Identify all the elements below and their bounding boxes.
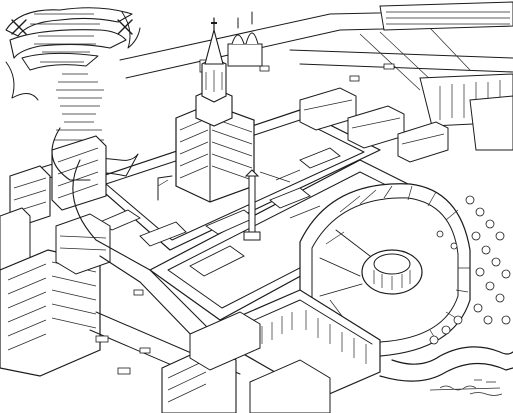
bottom-river — [379, 346, 513, 391]
tower-building — [175, 17, 255, 203]
theatre-complex — [239, 183, 471, 399]
bottom-buildings — [161, 311, 331, 413]
central-square — [89, 109, 441, 321]
tree-rows — [429, 195, 511, 345]
top-right-buildings — [379, 1, 513, 151]
column-monument-icon — [243, 169, 261, 241]
middle-row-buildings — [299, 87, 449, 163]
artist-signature — [439, 379, 503, 396]
left-buildings — [0, 135, 111, 377]
crane-icon — [157, 175, 173, 201]
